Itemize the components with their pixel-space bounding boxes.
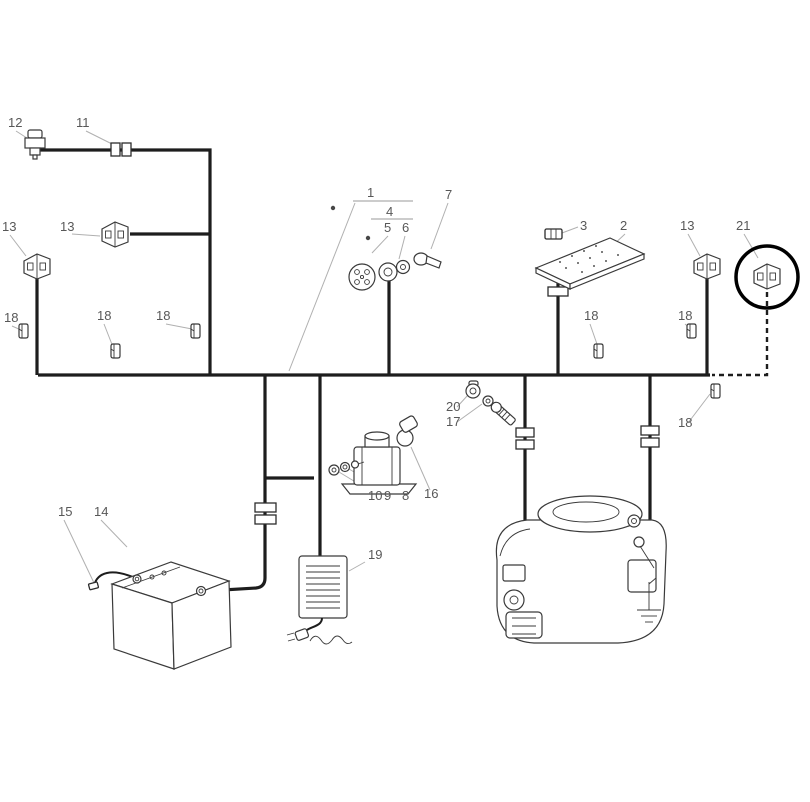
engine <box>495 495 667 644</box>
bolt <box>490 401 516 426</box>
ignition-key <box>413 252 442 269</box>
part-label-13: 13 <box>2 219 16 234</box>
oil-sensor <box>24 129 46 160</box>
highlight-circle <box>734 244 800 310</box>
part-label-7: 7 <box>445 187 452 202</box>
part-label-18: 18 <box>156 308 170 323</box>
part-label-17: 17 <box>446 414 460 429</box>
power-plug <box>294 628 310 641</box>
inline-connectors <box>110 142 660 525</box>
part-label-16: 16 <box>424 486 438 501</box>
part-label-10: 10 <box>368 488 382 503</box>
part-label-18: 18 <box>97 308 111 323</box>
dashed-wire-21 <box>712 292 769 377</box>
muffler <box>505 611 543 639</box>
cable-clip <box>110 343 121 359</box>
power-cord <box>309 635 353 645</box>
cable-clip <box>190 323 201 339</box>
part-label-20: 20 <box>446 399 460 414</box>
part-label-21: 21 <box>736 218 750 233</box>
connector-13-inner <box>101 221 129 248</box>
part-label-2: 2 <box>620 218 627 233</box>
part-label-6: 6 <box>402 220 409 235</box>
cable-clip <box>710 383 721 399</box>
battery-terminal-positive <box>195 585 207 597</box>
solenoid-washers <box>328 460 365 476</box>
part-label-3: 3 <box>580 218 587 233</box>
connector-13-right <box>693 253 721 280</box>
cable-clip <box>686 323 697 339</box>
cable-clip <box>18 323 29 339</box>
part-label-18: 18 <box>4 310 18 325</box>
battery <box>87 561 232 670</box>
part-label-18: 18 <box>584 308 598 323</box>
battery-terminal-negative <box>132 574 142 584</box>
part-label-5: 5 <box>384 220 391 235</box>
part-label-18: 18 <box>678 415 692 430</box>
part-label-14: 14 <box>94 504 108 519</box>
grommet-washer-bolt <box>465 380 516 426</box>
connector-13-left <box>23 253 51 280</box>
connector-21 <box>753 263 781 290</box>
part-label-13: 13 <box>680 218 694 233</box>
part-label-12: 12 <box>8 115 22 130</box>
circuit-board <box>534 228 646 290</box>
part-label-4: 4 <box>386 204 393 219</box>
part-label-19: 19 <box>368 547 382 562</box>
board-connector <box>544 228 563 240</box>
part-labels: 12 11 13 13 18 18 18 1 4 5 6 7 3 2 13 21… <box>2 115 750 562</box>
part-label-18: 18 <box>678 308 692 323</box>
part-label-13: 13 <box>60 219 74 234</box>
leader-lines <box>9 130 759 586</box>
part-label-1: 1 <box>367 185 374 200</box>
part-label-8: 8 <box>402 488 409 503</box>
cable-clip <box>593 343 604 359</box>
fuel-cap <box>627 514 641 528</box>
ignition-switch-group <box>348 252 442 291</box>
ground-symbol <box>637 577 661 623</box>
part-label-9: 9 <box>384 488 391 503</box>
battery-charger <box>286 555 353 645</box>
starter-solenoid <box>328 415 418 495</box>
part-label-11: 11 <box>76 115 90 130</box>
part-label-15: 15 <box>58 504 72 519</box>
terminal-boot <box>396 415 418 447</box>
